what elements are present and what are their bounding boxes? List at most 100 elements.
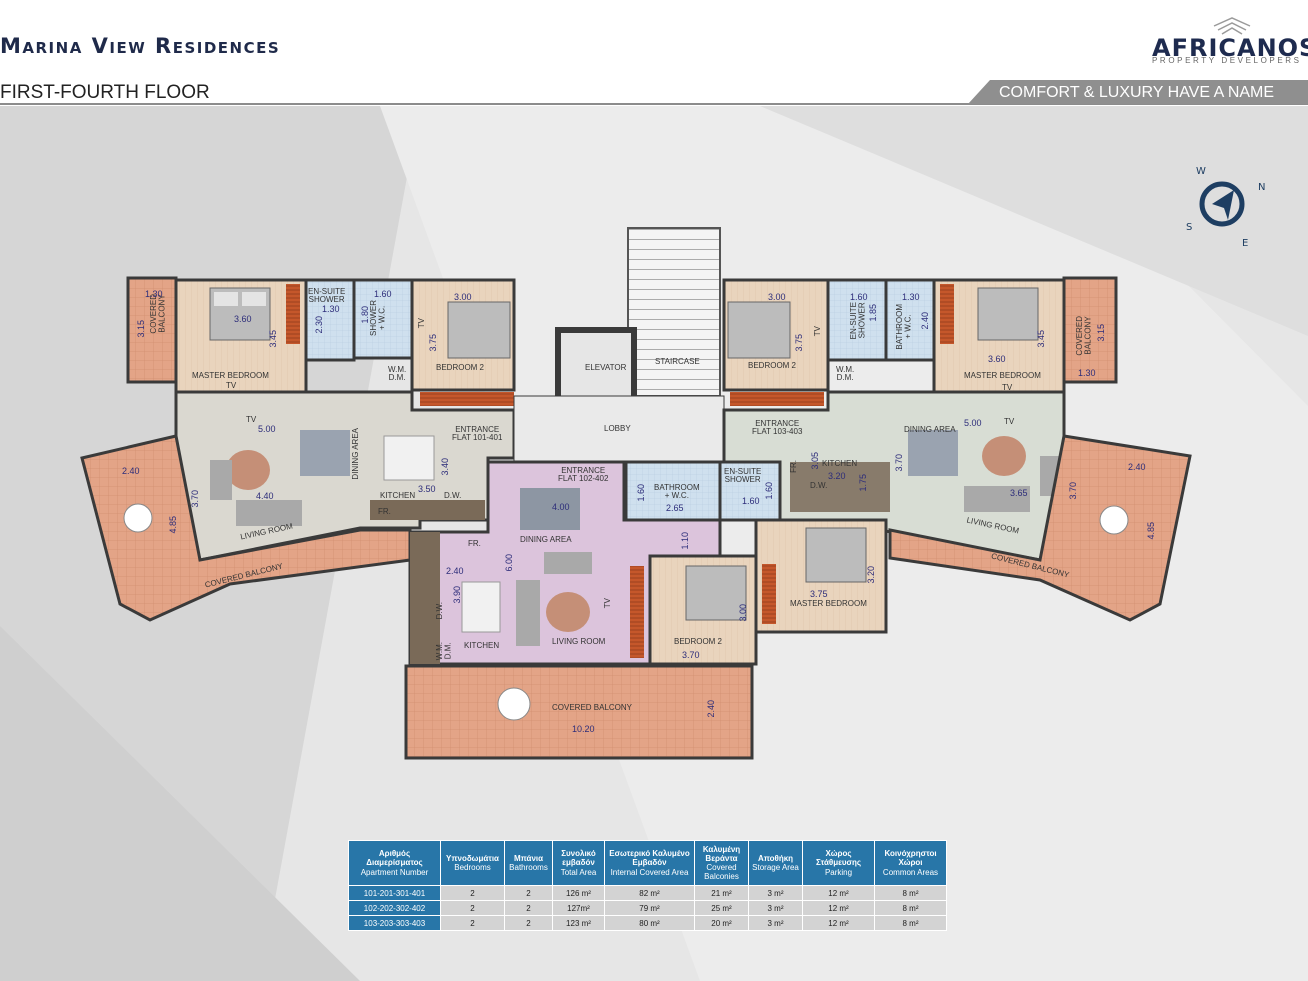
mid-bedroom2-label: BEDROOM 2 xyxy=(674,637,723,646)
left-pillow-1 xyxy=(214,292,238,306)
apartment-number-cell: 101-201-301-401 xyxy=(348,885,441,901)
brand-logo-subtitle: PROPERTY DEVELOPERS xyxy=(1152,56,1302,65)
dim-label: 3.70 xyxy=(190,490,200,508)
left-shower-wc xyxy=(352,278,414,360)
dim-label: 3.45 xyxy=(268,330,278,348)
dim-label: 3.70 xyxy=(894,454,904,472)
left-small-balcony-label: COVERED BALCONY xyxy=(149,294,167,334)
right-master-bedroom-label: MASTER BEDROOM xyxy=(964,371,1041,380)
entrance-103-label: ENTRANCE FLAT 103-403 xyxy=(752,419,803,437)
middle-armchair xyxy=(544,552,592,574)
left-tv-2: TV xyxy=(246,415,257,424)
table-cell: 21 m² xyxy=(694,885,749,901)
dim-label: 3.90 xyxy=(452,586,462,604)
dim-label: 3.00 xyxy=(768,292,786,302)
right-wm-dm-label: W.M. D.M. xyxy=(836,365,855,383)
left-kitchen-counter xyxy=(370,500,485,520)
right-tv-3: TV xyxy=(1004,417,1015,426)
right-bathroom xyxy=(884,278,936,362)
mid-kitchen-label: KITCHEN xyxy=(464,641,500,650)
dim-label: 5.00 xyxy=(258,424,276,434)
right-ensuite-lower xyxy=(718,460,782,522)
dim-label: 3.65 xyxy=(1010,488,1028,498)
middle-coffee-table xyxy=(546,592,590,632)
dim-label: 2.65 xyxy=(666,503,684,513)
brand-logo: AFRICANOS xyxy=(1152,34,1308,62)
entrance-102-label: ENTRANCE FLAT 102-402 xyxy=(558,466,609,484)
lobby xyxy=(513,395,725,463)
mid-wm-dm-label: W.M. D.M. xyxy=(435,642,453,661)
table-cell: 79 m² xyxy=(604,900,695,916)
table-cell: 82 m² xyxy=(604,885,695,901)
compass-s: S xyxy=(1186,222,1192,233)
table-cell: 2 xyxy=(440,915,505,931)
dim-label: 1.80 xyxy=(360,306,370,324)
table-cell: 127m² xyxy=(552,900,605,916)
dim-label: 2.30 xyxy=(314,316,324,334)
dim-label: 4.40 xyxy=(256,491,274,501)
left-bedroom2-wardrobe xyxy=(420,392,514,406)
dim-label: 3.15 xyxy=(1096,324,1106,342)
middle-sofa xyxy=(516,580,540,646)
left-sofa xyxy=(236,500,302,526)
middle-bed-2 xyxy=(685,565,747,621)
table-cell: 25 m² xyxy=(694,900,749,916)
middle-balcony-table xyxy=(497,687,531,721)
floor-subtitle: FIRST-FOURTH FLOOR xyxy=(0,82,210,103)
dim-label: 1.30 xyxy=(145,289,163,299)
lobby-label: LOBBY xyxy=(604,424,631,433)
entrance-101-label: ENTRANCE FLAT 101-401 xyxy=(452,425,503,443)
dim-label: 1.60 xyxy=(374,289,392,299)
mid-bathroom-label: BATHROOM + W.C. xyxy=(654,483,700,501)
dim-label: 6.00 xyxy=(504,554,514,572)
dim-label: 2.40 xyxy=(122,466,140,476)
left-kitchen-island xyxy=(383,435,435,481)
table-cell: 80 m² xyxy=(604,915,695,931)
dim-label: 4.00 xyxy=(552,502,570,512)
table-cell: 8 m² xyxy=(874,900,947,916)
core-plan xyxy=(513,227,725,463)
right-small-balcony xyxy=(1062,276,1118,384)
left-tv-3: TV xyxy=(417,318,426,329)
left-tv-1: TV xyxy=(226,381,237,390)
dim-label: 3.75 xyxy=(810,589,828,599)
left-small-balcony xyxy=(126,276,178,384)
left-fr-label: FR. xyxy=(378,507,391,516)
right-kitchen-label: KITCHEN xyxy=(822,459,858,468)
table-cell: 12 m² xyxy=(802,900,875,916)
right-small-balcony-label: COVERED BALCONY xyxy=(1075,316,1093,356)
right-lower-wardrobe xyxy=(762,564,776,624)
right-bathroom-top-label: BATHROOM + W.C. xyxy=(895,304,913,350)
dim-label: 1.60 xyxy=(742,496,760,506)
dim-label: 3.70 xyxy=(1068,482,1078,500)
left-pillow-2 xyxy=(242,292,266,306)
right-bedroom2-wardrobe xyxy=(730,392,824,406)
elevator xyxy=(555,327,637,405)
table-cell: 20 m² xyxy=(694,915,749,931)
middle-dining-table xyxy=(520,488,580,530)
dim-label: 2.40 xyxy=(920,312,930,330)
mid-fr-label: FR. xyxy=(468,539,481,548)
dim-label: 5.00 xyxy=(964,418,982,428)
dim-label: 2.40 xyxy=(706,700,716,718)
slogan-band xyxy=(968,80,1308,104)
middle-kitchen-counter xyxy=(410,532,440,664)
right-master-wardrobe xyxy=(940,284,954,344)
left-shower-wc-label: SHOWER + W.C. xyxy=(369,300,387,336)
flat-101-plan xyxy=(80,276,516,622)
apartment-number-cell: 103-203-303-403 xyxy=(348,915,441,931)
left-kitchen-label: KITCHEN xyxy=(380,491,416,500)
left-coffee-table xyxy=(226,450,270,490)
dim-label: 3.00 xyxy=(454,292,472,302)
left-dw-label: D.W. xyxy=(444,491,462,500)
right-balcony-table xyxy=(1099,505,1129,535)
table-cell: 12 m² xyxy=(802,885,875,901)
